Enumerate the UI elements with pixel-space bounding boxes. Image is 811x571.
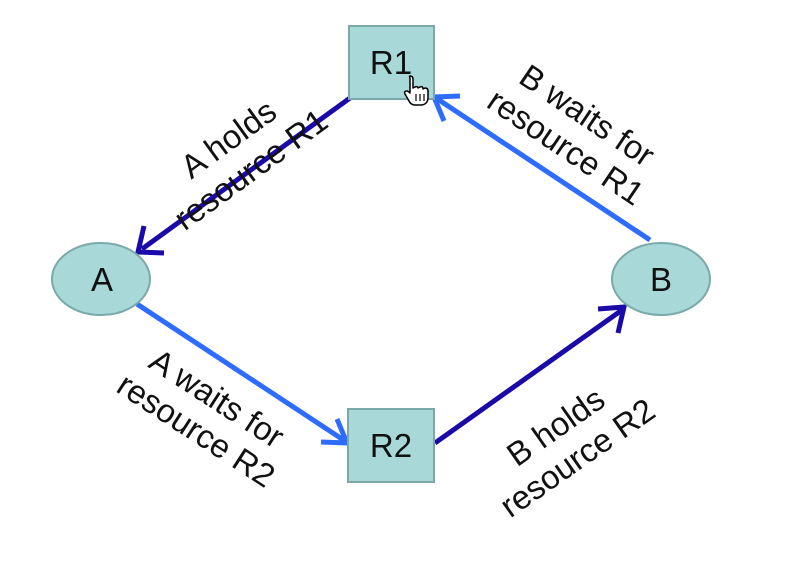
arrowhead-b (597, 304, 628, 334)
edge-r1-to-a (134, 95, 352, 256)
node-a-label: A (91, 261, 113, 298)
edge-r2-to-b (433, 304, 628, 446)
label-b-holds-r2: B holds resource R2 (493, 380, 661, 525)
waits-arrow-b-r1 (434, 95, 652, 243)
label-a-waits-r2: A waits for resource R2 (111, 341, 291, 494)
node-b-label: B (650, 261, 672, 298)
node-b[interactable]: B (611, 242, 711, 316)
node-a[interactable]: A (51, 242, 151, 316)
holds-arrow-r1-a (140, 95, 352, 252)
holds-arrow-r2-b (433, 307, 624, 446)
node-r2[interactable]: R2 (347, 408, 435, 483)
node-r2-label: R2 (370, 427, 412, 464)
waits-arrow-a-r2 (135, 301, 347, 444)
label-a-holds-r1: A holds resource R1 (167, 92, 334, 237)
arrowhead-a (134, 225, 165, 256)
hand-cursor-icon (403, 75, 429, 106)
node-r1-label: R1 (370, 44, 412, 81)
label-b-waits-r1: B waits for resource R1 (481, 57, 661, 213)
node-r1[interactable]: R1 (348, 25, 435, 100)
